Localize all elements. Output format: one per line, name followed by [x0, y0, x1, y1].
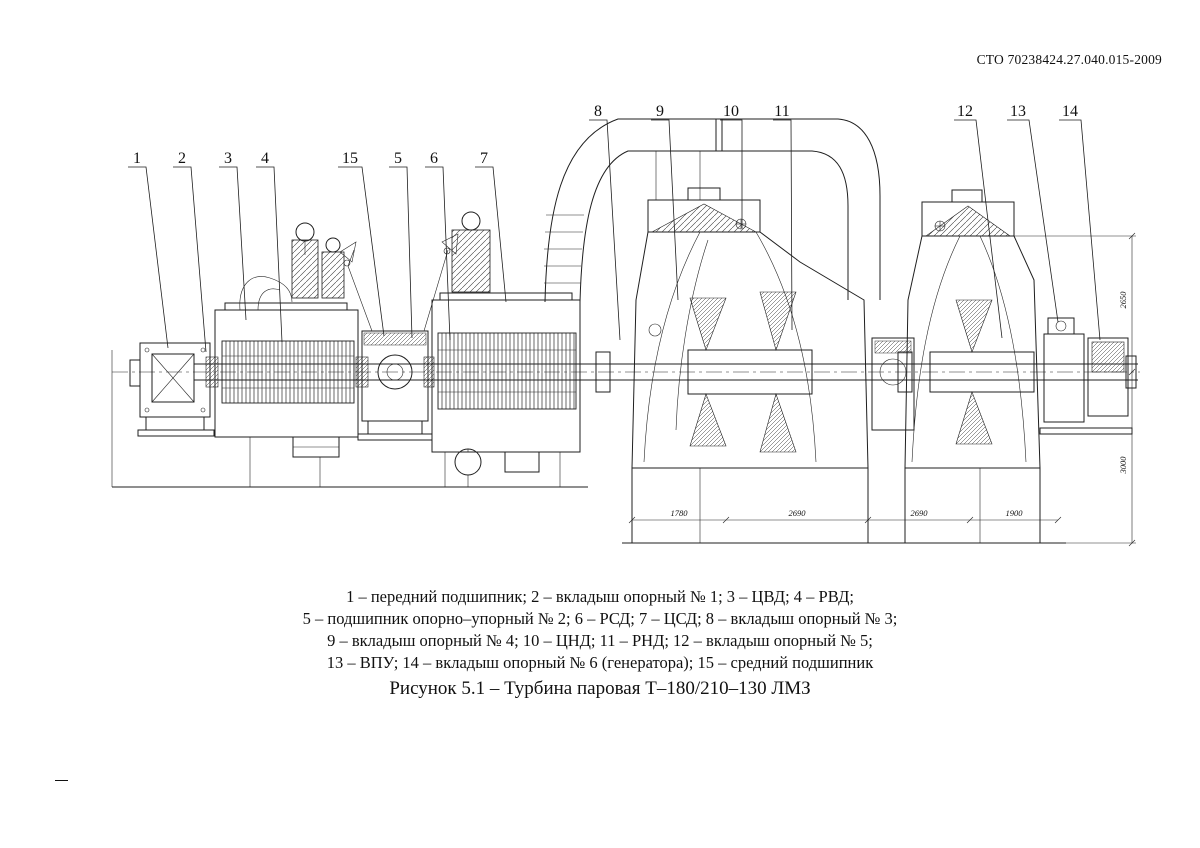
crossover-pipe [544, 118, 881, 303]
inter-lp-bearing-pedestal [871, 337, 915, 431]
callout-4: 4 [261, 150, 269, 167]
dim-label-2690b: 2690 [911, 508, 929, 518]
figure-caption: Рисунок 5.1 – Турбина паровая Т–180/210–… [389, 678, 811, 699]
front-bearing [129, 342, 215, 437]
dim-label-2690a: 2690 [789, 508, 807, 518]
callout-9: 9 [656, 103, 664, 120]
lp-foundation [622, 468, 1066, 544]
callout-15: 15 [342, 150, 358, 167]
right-dimensions: 2650 3000 [1014, 232, 1136, 547]
callout-13: 13 [1010, 103, 1026, 120]
lp-cylinder-1 [631, 187, 869, 469]
dim-label-right-upper: 2650 [1118, 291, 1128, 309]
generator-bearing [1039, 337, 1137, 435]
ip-cylinder [423, 211, 581, 487]
hp-cylinder [205, 302, 369, 487]
callout-14: 14 [1062, 103, 1078, 120]
standard-reference: СТО 70238424.27.040.015-2009 [976, 52, 1162, 67]
callout-6: 6 [430, 150, 438, 167]
callout-8: 8 [594, 103, 602, 120]
legend-line-3: 9 – вкладыш опорный № 4; 10 – ЦНД; 11 – … [327, 631, 873, 650]
legend-line-2: 5 – подшипник опорно–упорный № 2; 6 – РС… [302, 609, 898, 628]
legend-line-4: 13 – ВПУ; 14 – вкладыш опорный № 6 (гене… [326, 653, 874, 672]
callout-12: 12 [957, 103, 973, 120]
callout-leaders [128, 119, 1101, 353]
callout-1: 1 [133, 150, 141, 167]
bottom-dimensions: 1780 2690 2690 1900 [628, 508, 1062, 524]
callout-5: 5 [394, 150, 402, 167]
callout-2: 2 [178, 150, 186, 167]
hp-control-valves [239, 222, 345, 311]
callout-7: 7 [480, 150, 488, 167]
callout-numbers: 1 2 3 4 15 5 6 7 8 9 10 11 12 13 14 [133, 103, 1078, 167]
callout-11: 11 [774, 103, 789, 120]
lp-cylinder-2 [904, 189, 1041, 469]
callout-3: 3 [224, 150, 232, 167]
dim-label-1900: 1900 [1006, 508, 1024, 518]
front-foundation [111, 350, 588, 488]
dim-label-1780: 1780 [671, 508, 689, 518]
legend-line-1: 1 – передний подшипник; 2 – вкладыш опор… [346, 587, 854, 606]
page-marker [55, 780, 68, 781]
dim-label-right-lower: 3000 [1118, 456, 1128, 475]
figure-legend: 1 – передний подшипник; 2 – вкладыш опор… [0, 586, 1200, 700]
rear-bearing-turning-gear [1043, 317, 1085, 423]
callout-10: 10 [723, 103, 739, 120]
middle-bearing-pedestal [339, 233, 459, 441]
